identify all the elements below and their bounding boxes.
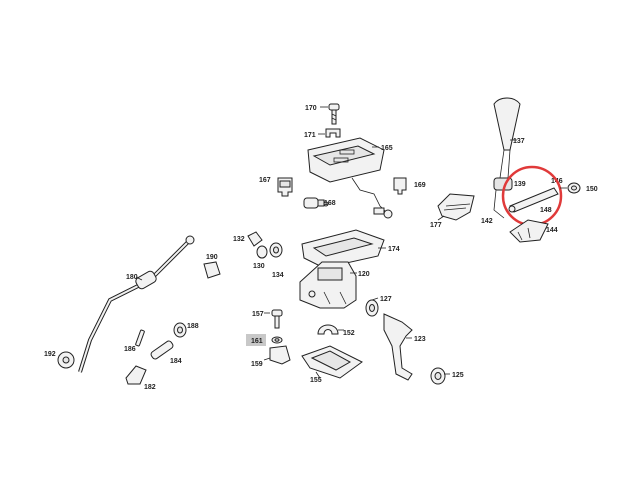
label-167: 167 <box>259 177 271 184</box>
part-144-bracket[interactable] <box>509 219 549 243</box>
part-174-frame[interactable] <box>301 229 385 269</box>
part-186-pin[interactable] <box>135 329 145 347</box>
part-123-lever[interactable] <box>383 313 413 381</box>
label-169: 169 <box>414 182 426 189</box>
part-184-rod-end[interactable] <box>150 340 174 360</box>
label-123: 123 <box>414 336 426 343</box>
label-190: 190 <box>206 254 218 261</box>
label-125: 125 <box>452 372 464 379</box>
part-165-gate-cover[interactable] <box>307 137 393 219</box>
part-180-shift-rod[interactable] <box>78 235 195 373</box>
part-192-bushing[interactable] <box>57 351 75 369</box>
label-142: 142 <box>481 218 493 225</box>
label-184: 184 <box>170 358 182 365</box>
label-150: 150 <box>586 186 598 193</box>
label-152: 152 <box>343 330 355 337</box>
part-148-pin[interactable] <box>508 187 559 213</box>
label-127: 127 <box>380 296 392 303</box>
part-171-clip[interactable] <box>325 128 341 138</box>
part-150-washer[interactable] <box>567 182 581 194</box>
label-177: 177 <box>430 222 442 229</box>
part-132-clip[interactable] <box>247 231 263 247</box>
label-161: 161 <box>251 338 263 345</box>
part-161-washer[interactable] <box>271 336 283 344</box>
label-161-highlight <box>246 334 266 346</box>
label-157: 157 <box>252 311 264 318</box>
label-182: 182 <box>144 384 156 391</box>
part-168-switch[interactable] <box>303 197 329 209</box>
part-182-clip[interactable] <box>125 365 147 385</box>
label-168: 168 <box>324 200 336 207</box>
label-188: 188 <box>187 323 199 330</box>
part-125-bushing[interactable] <box>430 367 446 385</box>
label-134: 134 <box>272 272 284 279</box>
label-148: 148 <box>540 207 552 214</box>
label-171: 171 <box>304 132 316 139</box>
label-155: 155 <box>310 377 322 384</box>
label-137: 137 <box>513 138 525 145</box>
label-186: 186 <box>124 346 136 353</box>
label-120: 120 <box>358 271 370 278</box>
part-152-bushing[interactable] <box>317 324 339 335</box>
part-155-gate-plate[interactable] <box>301 345 363 379</box>
label-180: 180 <box>126 274 138 281</box>
part-159-bracket[interactable] <box>269 345 291 365</box>
label-144: 144 <box>546 227 558 234</box>
part-188-bushing[interactable] <box>173 322 187 338</box>
label-192: 192 <box>44 351 56 358</box>
label-132: 132 <box>233 236 245 243</box>
label-130: 130 <box>253 263 265 270</box>
part-170-bolt[interactable] <box>328 103 340 125</box>
part-130-bushing[interactable] <box>256 245 268 259</box>
part-177-pad[interactable] <box>437 193 475 221</box>
part-190-bushing[interactable] <box>203 261 221 279</box>
label-139: 139 <box>514 181 526 188</box>
label-170: 170 <box>305 105 317 112</box>
label-174: 174 <box>388 246 400 253</box>
part-169-connector[interactable] <box>393 177 407 195</box>
part-137-shift-lever[interactable] <box>493 97 521 219</box>
part-167-bracket[interactable] <box>277 177 293 197</box>
part-157-bolt[interactable] <box>271 309 283 329</box>
part-120-housing[interactable] <box>299 261 357 309</box>
label-159: 159 <box>251 361 263 368</box>
label-165: 165 <box>381 145 393 152</box>
part-134-bushing[interactable] <box>269 242 283 258</box>
part-127-bushing[interactable] <box>365 299 379 317</box>
